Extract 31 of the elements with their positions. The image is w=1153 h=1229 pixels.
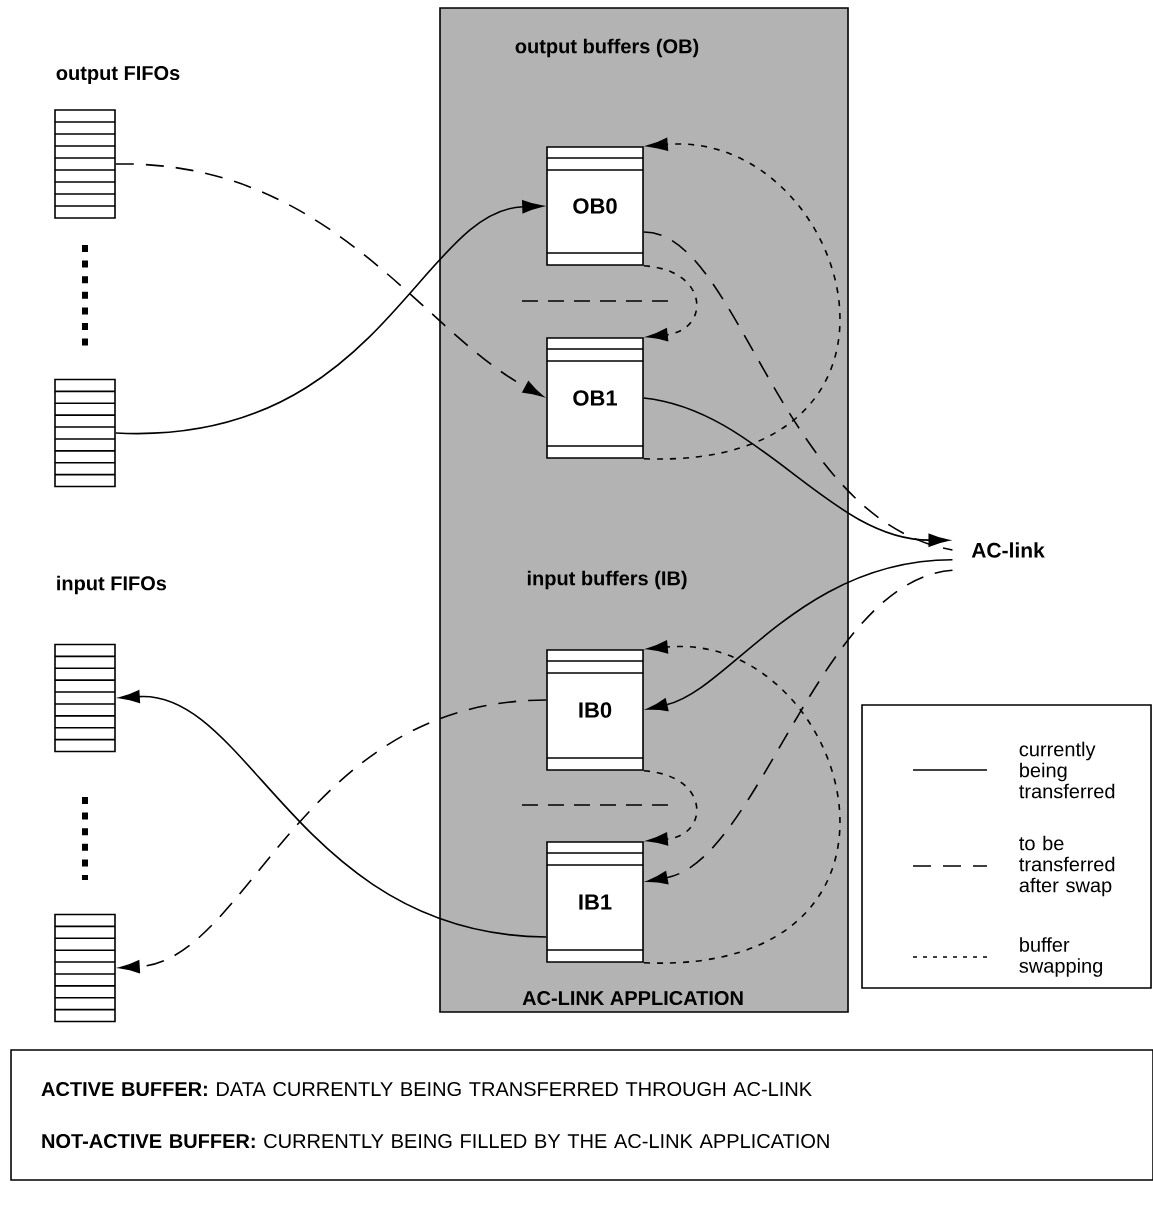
buffer-box: OB0 <box>546 146 644 266</box>
arrow <box>119 699 547 974</box>
note-text: NOT-ACTIVE BUFFER: CURRENTLY BEING FILLED BY THE AC-LINK APPLICATION <box>42 1133 829 1149</box>
arrow <box>643 265 698 342</box>
buffer-box: OB1 <box>546 337 644 459</box>
link-label: AC-link <box>971 542 1045 558</box>
legend-text: buffer swapping <box>1019 937 1103 977</box>
legend-text: currently being transferred <box>1019 741 1115 799</box>
arrow <box>647 569 954 885</box>
arrow <box>643 640 840 964</box>
note-box <box>10 1049 1153 1181</box>
fifo-drawing <box>54 913 116 1023</box>
legend-text: to be transferred after swap <box>1019 835 1115 897</box>
arrow <box>119 690 547 938</box>
arrow <box>643 397 950 547</box>
panel-heading: AC-LINK APPLICATION <box>522 990 743 1006</box>
arrow <box>643 770 698 846</box>
arrow <box>115 163 544 397</box>
fifo-drawing <box>54 378 116 488</box>
note-text: ACTIVE BUFFER: DATA CURRENTLY BEING TRANSFERRED THROUGH AC-LINK <box>41 1081 812 1097</box>
arrow <box>115 200 543 434</box>
panel-heading: output buffers (OB) <box>515 38 699 58</box>
buffer-box: IB0 <box>546 649 644 771</box>
fifo-drawing <box>54 643 116 753</box>
panel-heading: input buffers (IB) <box>527 570 687 590</box>
group-label: output FIFOs <box>56 65 180 85</box>
arrow <box>647 559 954 712</box>
buffer-box: IB1 <box>546 841 644 963</box>
arrow <box>643 137 840 460</box>
group-label: input FIFOs <box>57 575 167 595</box>
fifo-drawing <box>54 109 116 219</box>
